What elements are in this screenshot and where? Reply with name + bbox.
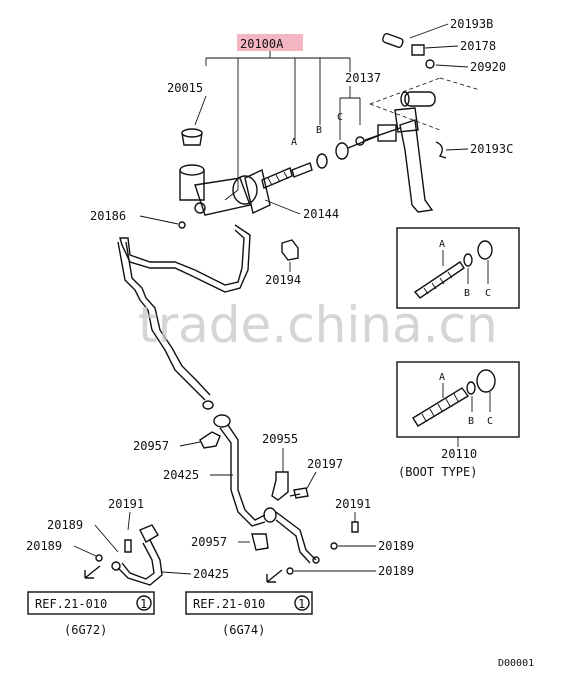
part-20191a-label: 20191 <box>108 497 144 511</box>
part-20144-label: 20144 <box>303 207 339 221</box>
part-20955-label: 20955 <box>262 432 298 446</box>
leader-20015 <box>194 95 207 126</box>
engine-label-6g74: (6G74) <box>222 623 265 637</box>
clutch-pipe-upper <box>117 224 251 401</box>
part-20197-label: 20197 <box>307 457 343 471</box>
snap-pin-icon <box>435 141 447 159</box>
leader-20189b <box>73 545 97 557</box>
arrow-right-icon <box>266 569 283 583</box>
washer-icon <box>425 59 435 69</box>
part-20193C-label: 20193C <box>470 142 513 156</box>
detail-box-standard <box>396 227 520 309</box>
ref-label-6g74: REF.21-010 <box>193 597 265 611</box>
part-20015-label: 20015 <box>167 81 203 95</box>
gasket-icon <box>244 168 271 215</box>
part-20920-label: 20920 <box>470 60 506 74</box>
part-20191b-label: 20191 <box>335 497 371 511</box>
reservoir-cap-icon <box>181 128 203 146</box>
document-code: D00001 <box>498 658 534 669</box>
ref-label-6g72: REF.21-010 <box>35 597 107 611</box>
letter-c-box1: C <box>485 288 491 299</box>
part-20186-label: 20186 <box>90 209 126 223</box>
letter-a-box2: A <box>439 372 445 383</box>
master-cylinder-icon <box>179 164 258 216</box>
main-part-highlight <box>237 34 303 51</box>
bleeder-icon-right <box>351 521 359 533</box>
part-20189a-label: 20189 <box>47 518 83 532</box>
boot-type-label: (BOOT TYPE) <box>398 465 477 479</box>
slave-hose-icon <box>111 524 163 586</box>
boot-assembly-icon <box>261 124 397 189</box>
leader-20191a <box>127 511 131 531</box>
part-20957a-label: 20957 <box>133 439 169 453</box>
main-part-leader-lines <box>205 51 351 201</box>
leader-20137 <box>339 86 361 140</box>
leader-20189a <box>94 524 119 553</box>
part-20194-label: 20194 <box>265 273 301 287</box>
pedal-bracket-dashed <box>369 77 481 131</box>
part-20178-label: 20178 <box>460 39 496 53</box>
main-part-label: 20100A <box>240 37 284 51</box>
nut-icon <box>178 221 186 229</box>
part-20137-label: 20137 <box>345 71 381 85</box>
leader-20920 <box>435 64 469 68</box>
letter-a-box1: A <box>439 239 445 250</box>
ref-box-6g72[interactable]: REF.21-010 1 <box>27 591 155 615</box>
leader-20193B <box>409 23 449 39</box>
damper-icon <box>281 239 299 261</box>
leader-20178 <box>424 45 459 49</box>
leader-20186 <box>139 215 179 225</box>
hose-clip-upper-icon <box>199 431 221 449</box>
detail-box-boot-type <box>396 361 520 447</box>
letter-b-box2: B <box>468 416 474 427</box>
bracket-icon <box>271 471 289 501</box>
bolt-icon <box>289 487 309 499</box>
part-20425a-label: 20425 <box>163 468 199 482</box>
leader-20193C <box>445 148 469 151</box>
letter-b-box1: B <box>464 288 470 299</box>
clevis-pin-icon <box>382 32 404 48</box>
cap-icon-left <box>95 554 103 562</box>
part-20189b-label: 20189 <box>26 539 62 553</box>
letter-b-top: B <box>316 125 322 136</box>
letter-c-top: C <box>337 112 343 123</box>
clutch-pedal-icon <box>355 91 436 213</box>
part-20189c-label: 20189 <box>378 539 414 553</box>
part-20189d-label: 20189 <box>378 564 414 578</box>
engine-label-6g72: (6G72) <box>64 623 107 637</box>
leader-20144 <box>264 199 301 215</box>
part-20110-label: 20110 <box>441 447 477 461</box>
hose-clip-lower-icon <box>251 533 269 551</box>
leader-20957a <box>179 441 201 447</box>
letter-c-box2: C <box>487 416 493 427</box>
part-20957b-label: 20957 <box>191 535 227 549</box>
letter-a-top: A <box>291 137 297 148</box>
spring-clip-icon <box>411 44 425 56</box>
cap-icon-right-lower <box>286 567 294 575</box>
leader-20197 <box>305 471 317 491</box>
leader-20425b <box>161 571 192 575</box>
arrow-left-icon <box>84 565 101 579</box>
part-20193B-label: 20193B <box>450 17 493 31</box>
part-20425b-label: 20425 <box>193 567 229 581</box>
clutch-hose-icon <box>202 400 320 564</box>
ref-num-6g74: 1 <box>298 597 305 611</box>
ref-box-6g74[interactable]: REF.21-010 1 <box>185 591 313 615</box>
watermark-text: trade.china.cn <box>138 296 498 354</box>
ref-num-6g72: 1 <box>140 597 147 611</box>
cap-icon-right-upper <box>330 542 338 550</box>
